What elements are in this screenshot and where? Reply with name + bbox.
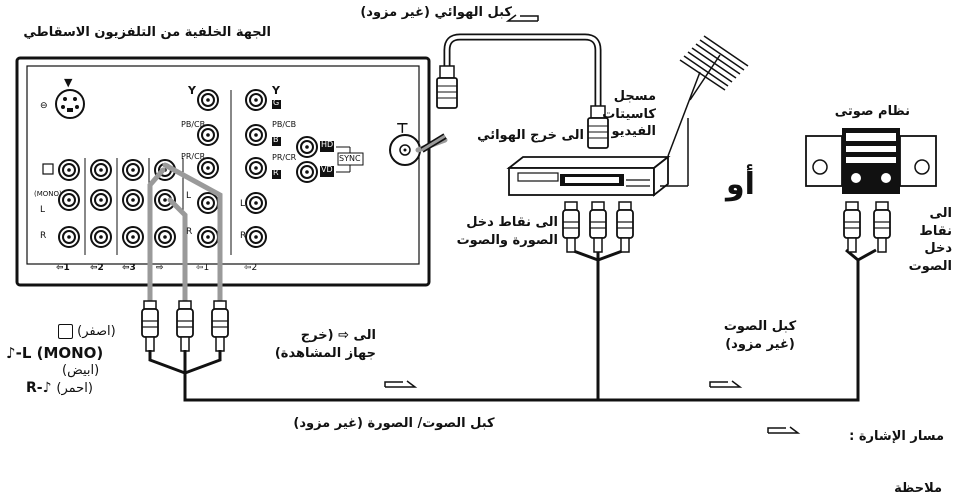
input-3-label: ⇦3 [122,263,136,273]
signal-arrow-audio [709,380,743,388]
input-1-label: ⇦1 [56,263,70,273]
panel-r-label-2: R [186,227,193,237]
note-heading: ملاحظة [894,481,942,496]
panel-l-label-3: L [240,199,246,209]
to-video-audio-in-label: الى نقاط دخل الصورة والصوت [456,215,558,248]
to-monitor-out-label: الى ⇨ (خرج جهاز المشاهدة) [274,328,376,361]
hd-label: HD [321,140,334,149]
panel-pb-label: PB/CB [181,120,206,129]
panel-y-label-2: Y [272,84,280,97]
video-jack-icon [58,324,73,339]
plug-yellow [141,300,159,352]
component-1-label: ⇦1 [196,263,210,273]
panel-pb-label-2: PB/CB [272,120,297,129]
av-cable-label: كبل الصوت/ الصورة (غير مزود) [293,416,495,431]
to-audio-in-label: الى نقاط دخل الصوت [908,206,952,274]
signal-arrow-av [384,380,418,388]
vcr-plug-3 [616,201,634,253]
audio-plug-r [873,201,891,253]
antenna-cable-label: كبل الهوائي (غير مزود) [360,5,512,20]
s-video-jack [55,89,85,119]
aerial-antenna [660,35,749,187]
vd-label: VD [321,165,333,174]
vcr-plug-1 [562,201,580,253]
plug-white [176,300,194,352]
plug-r-label: R-♪ (احمر) [26,380,93,396]
tv-rear-title: الجهة الخلفية من التلفزيون الاسقاطي [23,25,271,40]
svg-text:⊖: ⊖ [40,101,48,111]
panel-r-label: R [273,168,279,177]
plug-yellow-label: (اصفر) [58,323,116,341]
panel-pr-label-2: PR/CR [272,153,297,162]
plug-l-mono-text: L (MONO) [21,344,104,362]
audio-cable-label: كبل الصوت (غير مزود) [723,319,797,352]
plug-red [211,300,229,352]
plug-red-text: (احمر) [56,381,93,396]
plug-white-label: (ابيض) [62,363,100,378]
signal-path-label: مسار الإشارة : [849,429,944,444]
panel-r-small-label: R [40,231,47,241]
audio-note-icon: ♪ [6,344,16,362]
signal-arrow-legend [767,426,801,434]
to-antenna-out-label: الى خرج الهوائي [477,128,584,143]
s-video-marker: ▼ [64,76,73,89]
input-2-label: ⇦2 [90,263,104,273]
audio-note-icon-r: ♪ [42,380,52,396]
audio-plug-l [843,201,861,253]
component-2-label: ⇦2 [244,263,258,273]
antenna-symbol: ⊤ [396,121,409,137]
vd-jack [296,161,318,183]
panel-y-label: Y [188,84,196,97]
monitor-out-label: ⇨ [156,263,164,273]
panel-l-label: L [40,205,46,215]
panel-g-label: G [273,98,280,107]
plug-yellow-text: (اصفر) [77,324,116,339]
plug-l-mono-label: ♪-L (MONO) [6,344,104,362]
panel-l-label-2: L [186,191,192,201]
vcr-plug-2 [589,201,607,253]
vcr-device [506,155,671,197]
hd-jack [296,136,318,158]
tv-rear-panel [15,56,431,287]
sync-label: SYNC [339,154,361,163]
or-label: أو [726,167,755,202]
audio-system [805,128,937,194]
audio-system-label: نظام صوتى [834,104,910,119]
mono-label: (MONO) [34,190,62,198]
panel-b-label: B [273,135,279,144]
antenna-cable [436,33,609,149]
panel-pr-label: PR/CR [181,152,206,161]
signal-arrow-antenna [505,14,539,22]
vcr-label: مسجل كاسيتات الفيديو [602,89,656,140]
panel-r-label-3: R [240,231,247,241]
plug-r-text: R [26,380,37,396]
